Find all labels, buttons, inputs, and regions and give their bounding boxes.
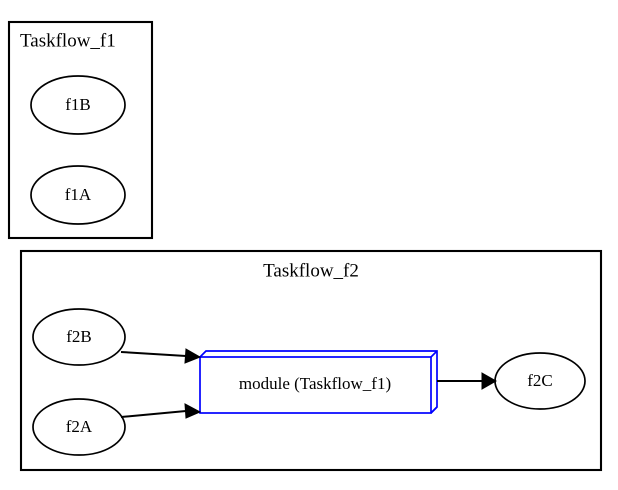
edge-module-to-f2C-arrowhead bbox=[481, 372, 498, 390]
cluster-f1-label: Taskflow_f1 bbox=[20, 30, 116, 51]
cluster-f2-border bbox=[19, 249, 603, 472]
cluster-taskflow-f1[interactable]: Taskflow_f1 f1B f1A bbox=[7, 20, 154, 240]
node-f2B-shape bbox=[32, 308, 126, 366]
node-f2B-label: f2B bbox=[66, 327, 92, 346]
cluster-f2-label: Taskflow_f2 bbox=[263, 260, 359, 281]
edge-f2A-to-module[interactable] bbox=[120, 403, 202, 419]
node-f1A-shape bbox=[30, 165, 126, 225]
node-f2A-label: f2A bbox=[66, 417, 93, 436]
module-depth-right-inner bbox=[430, 350, 438, 358]
edge-module-to-f2C[interactable] bbox=[437, 372, 498, 390]
node-f2A-shape bbox=[32, 398, 126, 456]
node-f2C[interactable]: f2C bbox=[494, 352, 586, 410]
cluster-f1-border bbox=[7, 20, 154, 240]
node-f2B[interactable]: f2B bbox=[32, 308, 126, 366]
node-f1A-label: f1A bbox=[65, 185, 92, 204]
edge-f2B-to-module-line bbox=[120, 351, 187, 357]
node-f1B[interactable]: f1B bbox=[30, 75, 126, 135]
node-f1B-shape bbox=[30, 75, 126, 135]
node-f2A[interactable]: f2A bbox=[32, 398, 126, 456]
edge-f2A-to-module-line bbox=[120, 410, 187, 418]
node-f1B-label: f1B bbox=[65, 95, 91, 114]
edge-f2A-to-module-arrowhead bbox=[184, 403, 202, 419]
node-f2C-label: f2C bbox=[527, 371, 553, 390]
module-depth-bottom-right bbox=[430, 406, 438, 414]
node-f1A[interactable]: f1A bbox=[30, 165, 126, 225]
cluster-taskflow-f2[interactable]: Taskflow_f2 f2B f2A module (Taskflow_f1) bbox=[19, 249, 603, 472]
edge-f2B-to-module[interactable] bbox=[120, 348, 202, 364]
edge-f2B-to-module-arrowhead bbox=[184, 348, 202, 364]
node-module[interactable]: module (Taskflow_f1) bbox=[199, 350, 438, 414]
module-front-face bbox=[199, 356, 432, 414]
node-module-label: module (Taskflow_f1) bbox=[239, 374, 391, 393]
